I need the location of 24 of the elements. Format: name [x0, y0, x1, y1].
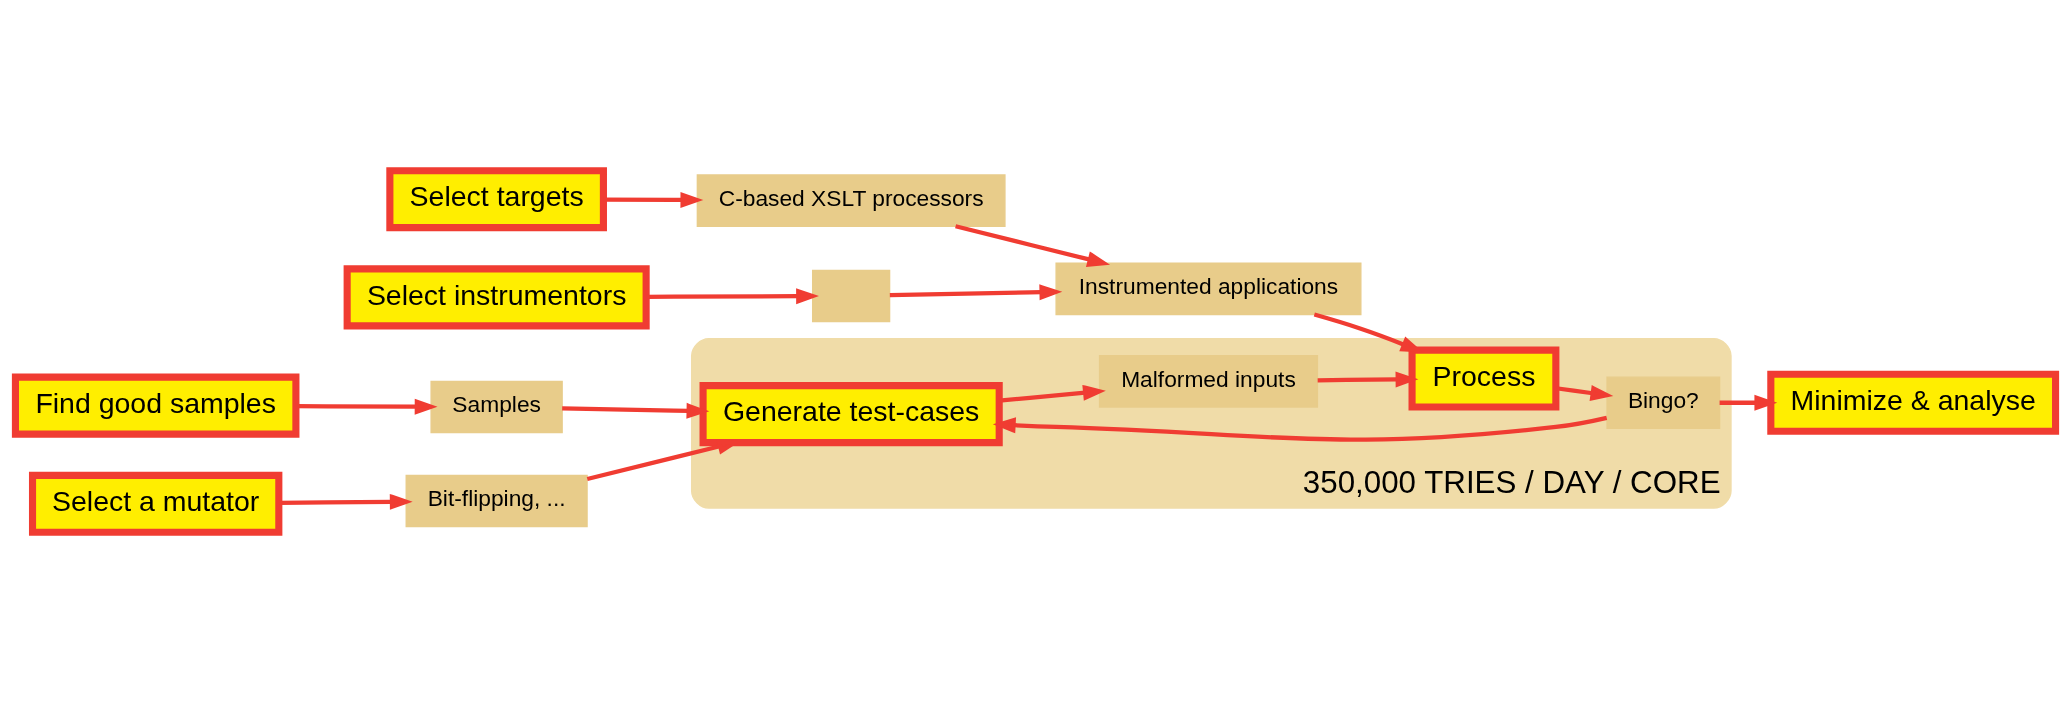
- node-box: Instrumented applications: [1055, 262, 1362, 315]
- node-box: Process: [1408, 346, 1560, 411]
- node-box: Minimize & analyse: [1767, 370, 2060, 435]
- node-box: Generate test-cases: [699, 381, 1003, 446]
- node-box: Bit-flipping, ...: [405, 474, 588, 527]
- arrow: [889, 283, 1063, 300]
- node-box: Samples: [430, 380, 563, 433]
- node-box: Select a mutator: [28, 471, 283, 536]
- arrow: [955, 223, 1111, 267]
- node-box: Malformed inputs: [1098, 354, 1319, 408]
- node-box: Find good samples: [11, 373, 300, 438]
- node-box: Select targets: [386, 166, 607, 231]
- node-box: Select instrumentors: [343, 264, 650, 329]
- node-box: C-based XSLT processors: [696, 173, 1006, 227]
- arrow: [646, 287, 819, 304]
- node-box: [812, 269, 891, 322]
- arrow: [279, 493, 413, 510]
- arrow: [999, 384, 1106, 403]
- arrow: [1317, 370, 1419, 387]
- node-box: Bingo?: [1606, 375, 1721, 429]
- arrow: [296, 398, 438, 415]
- arrow: [1719, 394, 1778, 411]
- arrow: [562, 402, 710, 419]
- arrow: [992, 415, 1608, 442]
